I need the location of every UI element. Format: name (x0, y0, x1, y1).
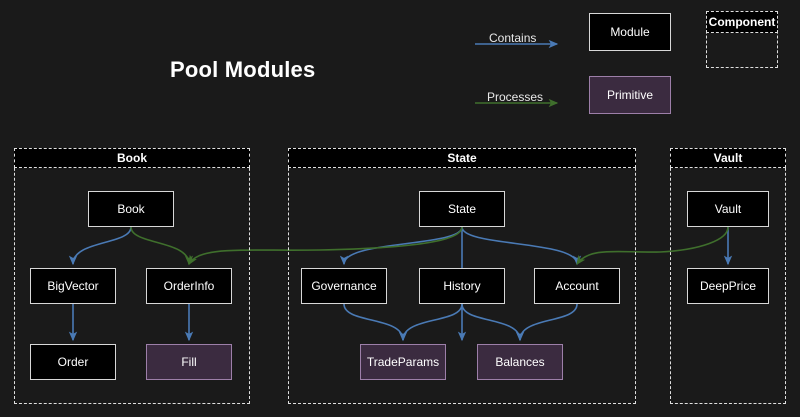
legend-label-processes: Processes (487, 90, 544, 104)
node-vault[interactable]: Vault (687, 191, 769, 227)
node-state[interactable]: State (419, 191, 505, 227)
group-header-vault: Vault (670, 148, 786, 168)
node-governance[interactable]: Governance (301, 268, 387, 304)
page-title: Pool Modules (170, 57, 316, 82)
group-header-state: State (288, 148, 636, 168)
node-account[interactable]: Account (534, 268, 620, 304)
node-orderinfo[interactable]: OrderInfo (146, 268, 232, 304)
legend-swatch-module: Module (589, 13, 671, 51)
node-book[interactable]: Book (88, 191, 174, 227)
node-fill[interactable]: Fill (146, 344, 232, 380)
node-bigvector[interactable]: BigVector (30, 268, 116, 304)
node-deepprice[interactable]: DeepPrice (687, 268, 769, 304)
node-balances[interactable]: Balances (477, 344, 563, 380)
node-history[interactable]: History (419, 268, 505, 304)
node-order[interactable]: Order (30, 344, 116, 380)
node-tradeparams[interactable]: TradeParams (360, 344, 446, 380)
legend-component-header: Component (706, 11, 778, 33)
group-header-book: Book (14, 148, 250, 168)
legend-swatch-primitive: Primitive (589, 76, 671, 114)
legend-label-contains: Contains (489, 31, 537, 45)
